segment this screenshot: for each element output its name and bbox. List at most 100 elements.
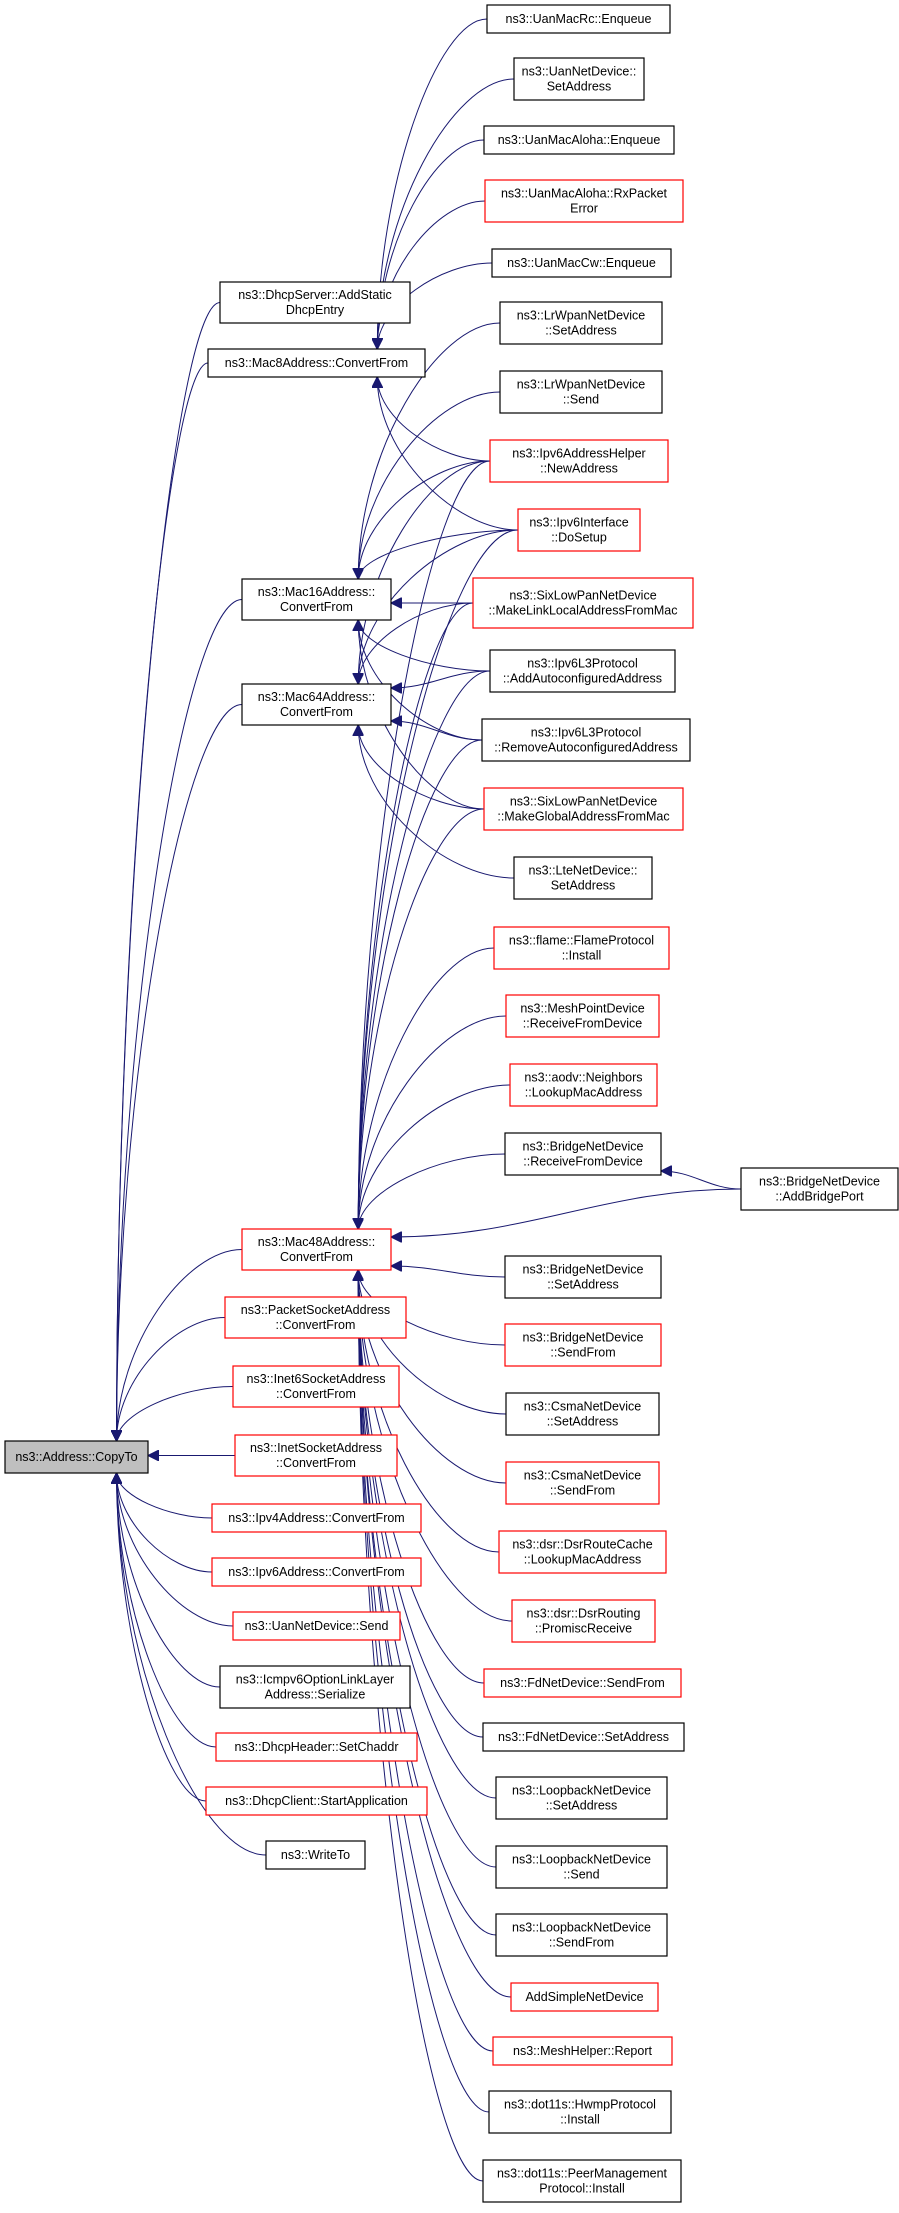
node-addsimple[interactable]: AddSimpleNetDevice xyxy=(510,1982,659,2012)
node-label: ::SendFrom xyxy=(550,1346,615,1360)
node-dhcpheader[interactable]: ns3::DhcpHeader::SetChaddr xyxy=(215,1732,418,1762)
node-box xyxy=(486,4,671,34)
node-box xyxy=(472,577,694,629)
edge-ipv6helper-to-mac64 xyxy=(358,460,491,684)
node-label: ns3::CsmaNetDevice xyxy=(524,1400,641,1414)
node-loopsend[interactable]: ns3::LoopbackNetDevice::Send xyxy=(495,1845,668,1889)
node-loopsendfrom[interactable]: ns3::LoopbackNetDevice::SendFrom xyxy=(495,1913,668,1957)
node-bridgerecv[interactable]: ns3::BridgeNetDevice::ReceiveFromDevice xyxy=(504,1132,662,1176)
node-ipv6iface[interactable]: ns3::Ipv6Interface::DoSetup xyxy=(517,508,641,552)
node-box xyxy=(491,248,672,278)
node-l3remove[interactable]: ns3::Ipv6L3Protocol::RemoveAutoconfigure… xyxy=(481,718,691,762)
node-inet6sock[interactable]: ns3::Inet6SocketAddress::ConvertFrom xyxy=(232,1365,400,1408)
node-ipv6addr[interactable]: ns3::Ipv6Address::ConvertFrom xyxy=(211,1557,422,1587)
node-label: ns3::InetSocketAddress xyxy=(250,1441,382,1455)
edge-dhcpserver-to-copyto xyxy=(117,302,221,1442)
node-aodv[interactable]: ns3::aodv::Neighbors::LookupMacAddress xyxy=(509,1063,658,1107)
node-box xyxy=(483,1668,682,1698)
node-box xyxy=(488,2090,672,2134)
node-bridgeport[interactable]: ns3::BridgeNetDevice::AddBridgePort xyxy=(740,1167,899,1211)
node-box xyxy=(495,1845,668,1889)
edge-bridgerecv-to-mac48 xyxy=(358,1153,506,1229)
node-loopsetaddr[interactable]: ns3::LoopbackNetDevice::SetAddress xyxy=(495,1776,668,1820)
node-label: ns3::Ipv6L3Protocol xyxy=(527,657,638,671)
node-uansetaddr[interactable]: ns3::UanNetDevice::SetAddress xyxy=(513,57,645,101)
node-lrwsend[interactable]: ns3::LrWpanNetDevice::Send xyxy=(499,370,663,414)
node-flame[interactable]: ns3::flame::FlameProtocol::Install xyxy=(493,926,670,970)
node-label: ns3::Ipv6Interface xyxy=(529,516,628,530)
node-csmasetaddr[interactable]: ns3::CsmaNetDevice::SetAddress xyxy=(505,1392,660,1436)
edge-meshrecv-to-mac48 xyxy=(358,1015,507,1229)
node-sixlinklocal[interactable]: ns3::SixLowPanNetDevice::MakeLinkLocalAd… xyxy=(472,577,694,629)
node-fdsendfrom[interactable]: ns3::FdNetDevice::SendFrom xyxy=(483,1668,682,1698)
node-box xyxy=(241,683,392,726)
node-writeto[interactable]: ns3::WriteTo xyxy=(265,1840,366,1870)
node-icmpv6[interactable]: ns3::Icmpv6OptionLinkLayerAddress::Seria… xyxy=(219,1665,411,1709)
node-ipv6helper[interactable]: ns3::Ipv6AddressHelper::NewAddress xyxy=(489,439,669,483)
node-uanrc[interactable]: ns3::UanMacRc::Enqueue xyxy=(486,4,671,34)
node-fdsetaddr[interactable]: ns3::FdNetDevice::SetAddress xyxy=(482,1722,685,1752)
node-l3add[interactable]: ns3::Ipv6L3Protocol::AddAutoconfiguredAd… xyxy=(489,649,676,693)
node-label: SetAddress xyxy=(547,80,612,94)
edge-alohaerr-to-mac8 xyxy=(377,200,486,349)
node-inetsock[interactable]: ns3::InetSocketAddress::ConvertFrom xyxy=(234,1434,398,1477)
edge-ipv6iface-to-mac48 xyxy=(358,529,519,1229)
node-mac16[interactable]: ns3::Mac16Address::ConvertFrom xyxy=(241,578,392,621)
node-label: ns3::dsr::DsrRouting xyxy=(527,1607,641,1621)
edge-ipv6helper-to-mac48 xyxy=(358,460,491,1229)
node-label: ::Install xyxy=(562,949,602,963)
node-uancw[interactable]: ns3::UanMacCw::Enqueue xyxy=(491,248,672,278)
node-label: ns3::DhcpHeader::SetChaddr xyxy=(235,1740,399,1754)
edge-ipv6iface-to-mac16 xyxy=(358,529,519,580)
edge-aodv-to-mac48 xyxy=(358,1084,511,1229)
edge-l3add-to-mac64 xyxy=(391,670,491,688)
node-box xyxy=(211,1503,422,1533)
node-mac64[interactable]: ns3::Mac64Address::ConvertFrom xyxy=(241,683,392,726)
node-meshreport[interactable]: ns3::MeshHelper::Report xyxy=(492,2036,673,2066)
edges xyxy=(117,18,742,2182)
node-label: AddSimpleNetDevice xyxy=(525,1990,643,2004)
node-packetsock[interactable]: ns3::PacketSocketAddress::ConvertFrom xyxy=(224,1296,407,1339)
node-label: ::NewAddress xyxy=(540,462,618,476)
node-copyto[interactable]: ns3::Address::CopyTo xyxy=(4,1440,149,1474)
node-csmasendfrom[interactable]: ns3::CsmaNetDevice::SendFrom xyxy=(505,1461,660,1505)
node-meshrecv[interactable]: ns3::MeshPointDevice::ReceiveFromDevice xyxy=(505,994,660,1038)
node-label: ns3::Inet6SocketAddress xyxy=(247,1372,386,1386)
node-label: ::SetAddress xyxy=(546,1799,618,1813)
node-bridgesetaddr[interactable]: ns3::BridgeNetDevice::SetAddress xyxy=(504,1255,662,1299)
node-box xyxy=(504,1323,662,1367)
node-box xyxy=(215,1732,418,1762)
node-uansend[interactable]: ns3::UanNetDevice::Send xyxy=(232,1611,401,1641)
node-alohaenq[interactable]: ns3::UanMacAloha::Enqueue xyxy=(483,125,675,155)
node-label: ns3::Mac8Address::ConvertFrom xyxy=(225,356,408,370)
node-label: ns3::LrWpanNetDevice xyxy=(517,378,646,392)
node-bridgesendfrom[interactable]: ns3::BridgeNetDevice::SendFrom xyxy=(504,1323,662,1367)
node-mac48[interactable]: ns3::Mac48Address::ConvertFrom xyxy=(241,1228,392,1271)
node-dsrrouting[interactable]: ns3::dsr::DsrRouting::PromiscReceive xyxy=(511,1599,656,1643)
node-hwmp[interactable]: ns3::dot11s::HwmpProtocol::Install xyxy=(488,2090,672,2134)
node-ltesetaddr[interactable]: ns3::LteNetDevice::SetAddress xyxy=(513,856,653,900)
node-label: Error xyxy=(570,202,598,216)
node-label: DhcpEntry xyxy=(286,303,345,317)
node-label: ::SendFrom xyxy=(550,1484,615,1498)
node-peermgmt[interactable]: ns3::dot11s::PeerManagementProtocol::Ins… xyxy=(482,2159,682,2203)
edge-addsimple-to-mac48 xyxy=(358,1270,512,1998)
node-label: ::PromiscReceive xyxy=(535,1622,632,1636)
node-dsrcache[interactable]: ns3::dsr::DsrRouteCache::LookupMacAddres… xyxy=(498,1530,667,1574)
node-ipv4addr[interactable]: ns3::Ipv4Address::ConvertFrom xyxy=(211,1503,422,1533)
node-dhcpclient[interactable]: ns3::DhcpClient::StartApplication xyxy=(205,1786,428,1816)
node-lrwsetaddr[interactable]: ns3::LrWpanNetDevice::SetAddress xyxy=(499,301,663,345)
node-mac8[interactable]: ns3::Mac8Address::ConvertFrom xyxy=(207,348,426,378)
node-label: ns3::Icmpv6OptionLinkLayer xyxy=(236,1673,394,1687)
node-label: ns3::dot11s::HwmpProtocol xyxy=(504,2098,656,2112)
node-label: ::DoSetup xyxy=(551,531,607,545)
edge-sixlinklocal-to-mac48 xyxy=(358,602,474,1229)
node-label: ns3::WriteTo xyxy=(281,1848,350,1862)
edge-mac48-to-copyto xyxy=(117,1249,243,1442)
node-sixglobal[interactable]: ns3::SixLowPanNetDevice::MakeGlobalAddre… xyxy=(483,787,684,831)
node-label: ::RemoveAutoconfiguredAddress xyxy=(494,741,677,755)
node-label: ::Install xyxy=(560,2113,600,2127)
